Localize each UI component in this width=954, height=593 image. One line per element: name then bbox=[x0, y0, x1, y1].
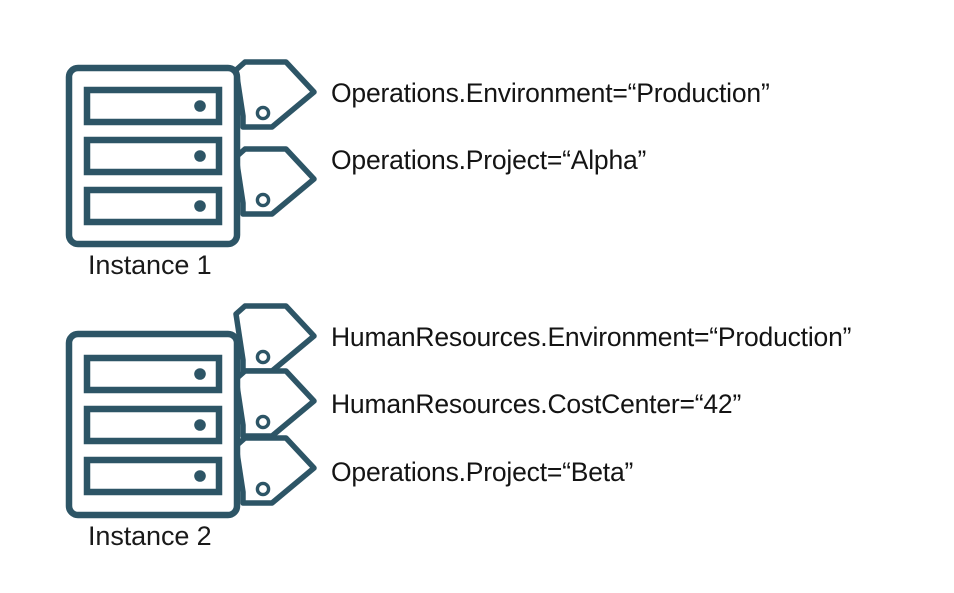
instance-1-server-rack-icon bbox=[65, 64, 241, 248]
instance-1-tag-icon-1 bbox=[233, 59, 317, 130]
instance-2-server-rack-icon bbox=[65, 330, 241, 519]
instance-2-tag-label-1: HumanResources.Environment=“Production” bbox=[331, 322, 852, 352]
instance-2-tag-label-2: HumanResources.CostCenter=“42” bbox=[331, 389, 742, 419]
instance-1-tag-label-2: Operations.Project=“Alpha” bbox=[331, 145, 647, 175]
instance-2-tag-icon-2 bbox=[233, 368, 317, 439]
instance-1-tag-icon-2 bbox=[233, 146, 317, 217]
instance-2-name-label: Instance 2 bbox=[88, 521, 212, 551]
instance-2-tag-label-3: Operations.Project=“Beta” bbox=[331, 457, 634, 487]
instance-2-tag-icon-3 bbox=[233, 435, 317, 506]
instance-1-name-label: Instance 1 bbox=[88, 250, 212, 280]
instance-2-tag-icon-1 bbox=[233, 303, 317, 374]
instance-1-tag-label-1: Operations.Environment=“Production” bbox=[331, 78, 770, 108]
